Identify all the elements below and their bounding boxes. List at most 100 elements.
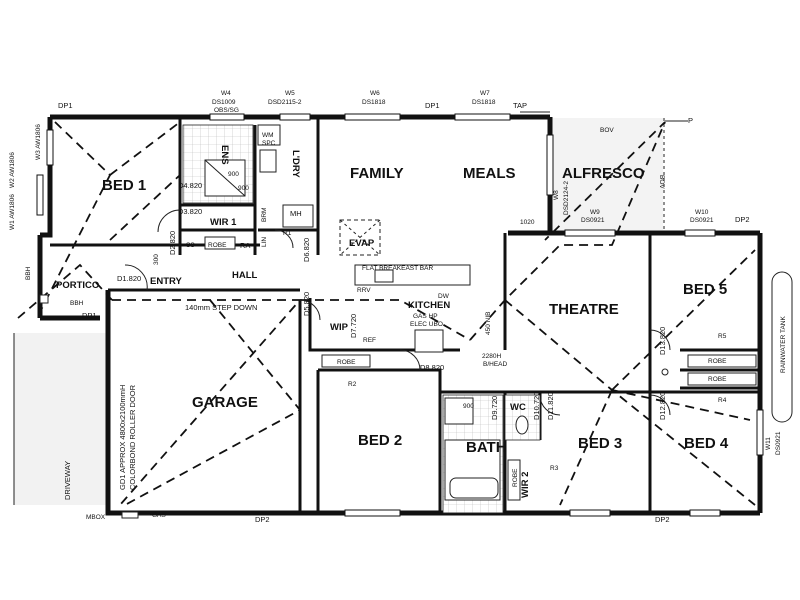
svg-text:SS: SS: [186, 242, 195, 249]
toilet: [515, 415, 529, 435]
svg-text:GAS HP: GAS HP: [413, 313, 438, 320]
svg-text:W3 AW1806: W3 AW1806: [35, 124, 42, 160]
door-swings: [124, 209, 671, 416]
svg-text:W11: W11: [765, 437, 772, 450]
window-w6: [344, 113, 401, 121]
svg-text:W7: W7: [480, 90, 490, 97]
svg-text:W9: W9: [590, 209, 600, 216]
svg-text:DP1: DP1: [425, 101, 440, 110]
window-w10: [684, 229, 716, 237]
svg-text:W5: W5: [285, 90, 295, 97]
svg-text:ELEC UBO: ELEC UBO: [410, 321, 443, 328]
svg-text:DP2: DP2: [735, 215, 750, 224]
svg-text:DP2: DP2: [655, 515, 670, 524]
svg-text:DS1818: DS1818: [472, 99, 496, 106]
room-wip: WIP: [330, 322, 349, 333]
svg-text:DW: DW: [438, 293, 450, 300]
room-wc: WC: [510, 402, 526, 413]
laundry-tub: [259, 149, 277, 173]
window-bed4: [689, 509, 721, 517]
room-ldry: L'DRY: [290, 150, 301, 178]
kitchen-sink: [374, 269, 394, 283]
room-garage: GARAGE: [192, 394, 258, 411]
svg-text:ROBE: ROBE: [337, 359, 356, 366]
svg-text:900: 900: [228, 171, 239, 178]
svg-text:D9.720: D9.720: [490, 396, 499, 420]
svg-text:DSD2124-2: DSD2124-2: [563, 181, 570, 215]
svg-text:SPC: SPC: [262, 140, 276, 147]
window-w3: [46, 129, 54, 166]
markers: [39, 111, 688, 519]
svg-text:D8.820: D8.820: [420, 363, 444, 372]
svg-text:DS1009: DS1009: [212, 99, 236, 106]
window-w5: [279, 113, 311, 121]
svg-text:D2.820: D2.820: [168, 231, 177, 255]
svg-text:300: 300: [153, 254, 160, 265]
window-w9: [564, 229, 616, 237]
svg-text:ROBE: ROBE: [512, 468, 519, 487]
svg-text:D10.720: D10.720: [532, 392, 541, 420]
windows: [36, 113, 764, 517]
window-w4: [209, 113, 245, 121]
svg-text:R3: R3: [550, 465, 559, 472]
svg-text:B/HEAD: B/HEAD: [483, 361, 508, 368]
svg-text:ROBE: ROBE: [708, 358, 727, 365]
fixtures: [204, 124, 757, 501]
svg-text:P: P: [688, 116, 693, 125]
room-family: FAMILY: [350, 165, 404, 182]
svg-text:DS0921: DS0921: [690, 217, 714, 224]
svg-text:R5: R5: [718, 333, 727, 340]
room-bed4: BED 4: [684, 435, 729, 452]
room-bath: BATH: [466, 439, 507, 456]
window-w8: [546, 134, 554, 196]
bathtub: [449, 477, 499, 499]
svg-text:W4: W4: [221, 90, 231, 97]
svg-text:R1: R1: [283, 230, 292, 237]
svg-text:ROBE: ROBE: [708, 376, 727, 383]
window-w11: [756, 409, 764, 456]
room-portico: PORTICO: [56, 280, 99, 291]
svg-text:GD1 APPROX 4800x2100mmH: GD1 APPROX 4800x2100mmH: [118, 385, 127, 490]
svg-text:REF: REF: [363, 337, 376, 344]
window-w1: [36, 174, 44, 216]
svg-text:DP2: DP2: [255, 515, 270, 524]
room-theatre: THEATRE: [549, 301, 619, 318]
svg-text:W10: W10: [695, 209, 709, 216]
room-labels: BED 1 FAMILY MEALS ALFRESCO ENS L'DRY WI…: [56, 145, 787, 500]
svg-text:BBH: BBH: [70, 300, 84, 307]
svg-text:D1.820: D1.820: [117, 274, 141, 283]
door-labels: D4.820 D3.820 D2.820 D1.820 D6.820 D5.82…: [117, 181, 667, 490]
svg-text:W8: W8: [553, 190, 560, 200]
window-bed3: [569, 509, 611, 517]
svg-text:D3.820: D3.820: [178, 207, 202, 216]
svg-text:TAP: TAP: [513, 101, 527, 110]
room-kitchen: KITCHEN: [408, 300, 450, 311]
svg-text:W6: W6: [370, 90, 380, 97]
svg-text:W1 AW1806: W1 AW1806: [9, 194, 16, 230]
svg-text:RA: RA: [240, 241, 250, 250]
svg-text:BOV: BOV: [658, 175, 665, 189]
svg-text:D11.820: D11.820: [546, 392, 555, 420]
svg-text:900: 900: [463, 403, 474, 410]
svg-text:D7.720: D7.720: [349, 314, 358, 338]
shower-bath: [444, 397, 474, 425]
driveway-label: DRIVEWAY: [63, 461, 72, 500]
svg-text:900: 900: [238, 185, 249, 192]
room-ens: ENS: [219, 145, 230, 165]
room-bed2: BED 2: [358, 432, 402, 449]
window-labels: W4 DS1009 OBS/SG W5 DSD2115-2 W6 DS1818 …: [9, 90, 782, 455]
svg-text:LIN: LIN: [261, 237, 268, 247]
rainwater-tank: [771, 271, 793, 423]
room-bed1: BED 1: [102, 177, 146, 194]
svg-text:2280H: 2280H: [482, 353, 501, 360]
evap-unit: [339, 219, 381, 256]
svg-text:DS0921: DS0921: [775, 431, 782, 455]
svg-text:COLORBOND ROLLER DOOR: COLORBOND ROLLER DOOR: [128, 384, 137, 490]
svg-text:DS1818: DS1818: [362, 99, 386, 106]
svg-text:BRM: BRM: [261, 208, 268, 222]
svg-text:WM: WM: [262, 132, 274, 139]
svg-text:D6.820: D6.820: [302, 238, 311, 262]
svg-text:140mm STEP DOWN: 140mm STEP DOWN: [185, 303, 257, 312]
room-hall: HALL: [232, 270, 258, 281]
